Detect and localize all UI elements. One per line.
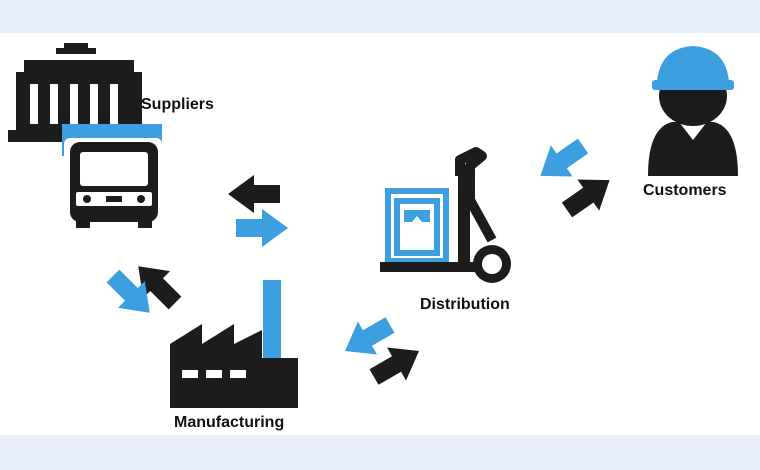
worker-icon [648, 46, 738, 176]
truck-icon [62, 124, 162, 230]
manufacturing-label: Manufacturing [174, 414, 285, 431]
factory-icon [170, 280, 298, 408]
suppliers-label: Suppliers [141, 96, 214, 113]
arrow-to-distribution [236, 209, 288, 247]
hand-truck-icon [380, 147, 511, 283]
arrow-to-suppliers [228, 175, 280, 213]
customers-label: Customers [643, 182, 727, 199]
distribution-label: Distribution [420, 296, 510, 313]
